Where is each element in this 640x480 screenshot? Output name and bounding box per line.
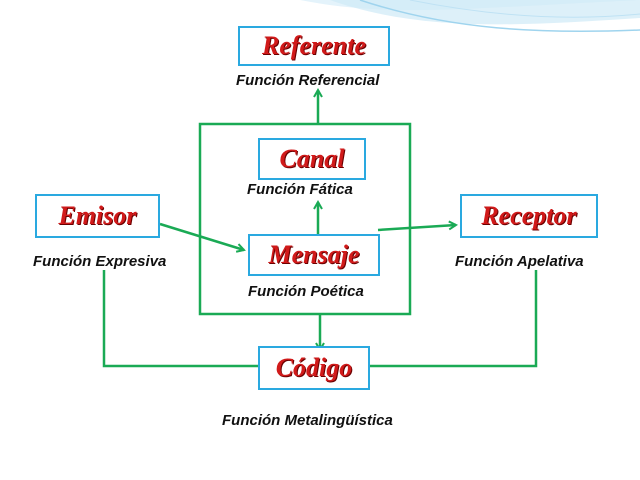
receptor-function-label: Función Apelativa	[455, 253, 584, 270]
canal-title: Canal	[279, 144, 345, 173]
referente-node: Referente	[238, 26, 390, 66]
arrow-emisor-to-mensaje	[159, 222, 244, 250]
central-frame	[198, 122, 412, 316]
referente-function-label: Función Referencial	[236, 72, 380, 89]
mensaje-title: Mensaje	[268, 240, 360, 269]
codigo-title: Código	[275, 353, 353, 382]
emisor-function-label: Función Expresiva	[33, 253, 167, 270]
canal-node: Canal	[258, 138, 366, 180]
decorative-wave	[300, 0, 640, 33]
emisor-node: Emisor	[35, 194, 160, 238]
connector-receptor-codigo	[370, 270, 538, 368]
mensaje-function-label: Función Poética	[248, 283, 364, 300]
emisor-title: Emisor	[58, 201, 137, 230]
receptor-title: Receptor	[481, 201, 577, 230]
receptor-node: Receptor	[460, 194, 598, 238]
arrow-mensaje-to-receptor	[377, 225, 456, 232]
codigo-function-label: Función Metalingüística	[222, 412, 393, 429]
connector-emisor-codigo	[102, 270, 258, 368]
canal-function-label: Función Fática	[247, 181, 353, 198]
codigo-node: Código	[258, 346, 370, 390]
referente-title: Referente	[262, 31, 366, 60]
mensaje-node: Mensaje	[248, 234, 380, 276]
